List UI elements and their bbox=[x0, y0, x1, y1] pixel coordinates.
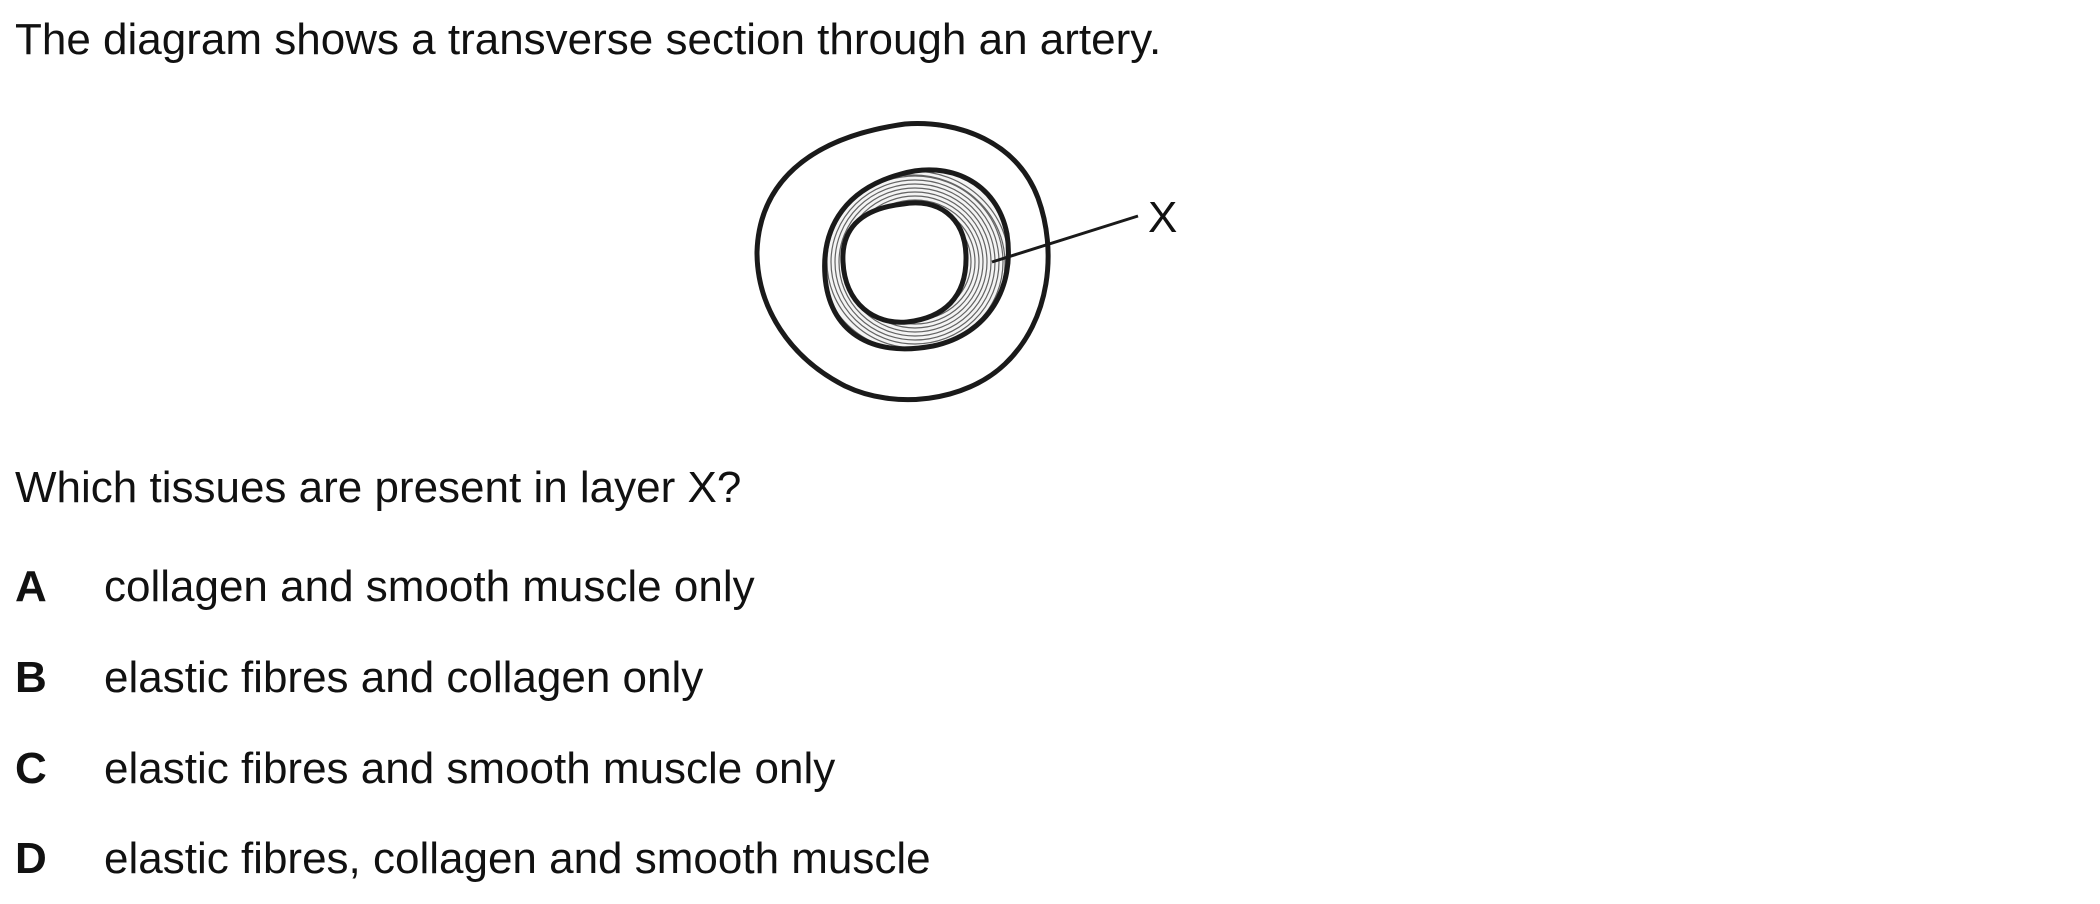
artery-section-svg: X bbox=[754, 121, 1177, 403]
option-text: elastic fibres and collagen only bbox=[104, 653, 704, 702]
artery-diagram: X bbox=[745, 112, 1195, 422]
option-letter: B bbox=[15, 653, 47, 702]
option-letter: A bbox=[15, 562, 47, 611]
label-pointer-line bbox=[991, 214, 1139, 264]
option-text: collagen and smooth muscle only bbox=[104, 562, 755, 611]
option-letter: D bbox=[15, 834, 47, 883]
outer-layer-outline bbox=[754, 121, 1051, 403]
lumen bbox=[840, 200, 969, 325]
intro-text: The diagram shows a transverse section t… bbox=[15, 15, 1162, 64]
question-text: Which tissues are present in layer X? bbox=[15, 463, 742, 512]
option-text: elastic fibres and smooth muscle only bbox=[104, 744, 836, 793]
label-x: X bbox=[1148, 193, 1177, 242]
middle-layer-outline bbox=[822, 167, 1011, 352]
option-text: elastic fibres, collagen and smooth musc… bbox=[104, 834, 931, 883]
option-letter: C bbox=[15, 744, 47, 793]
